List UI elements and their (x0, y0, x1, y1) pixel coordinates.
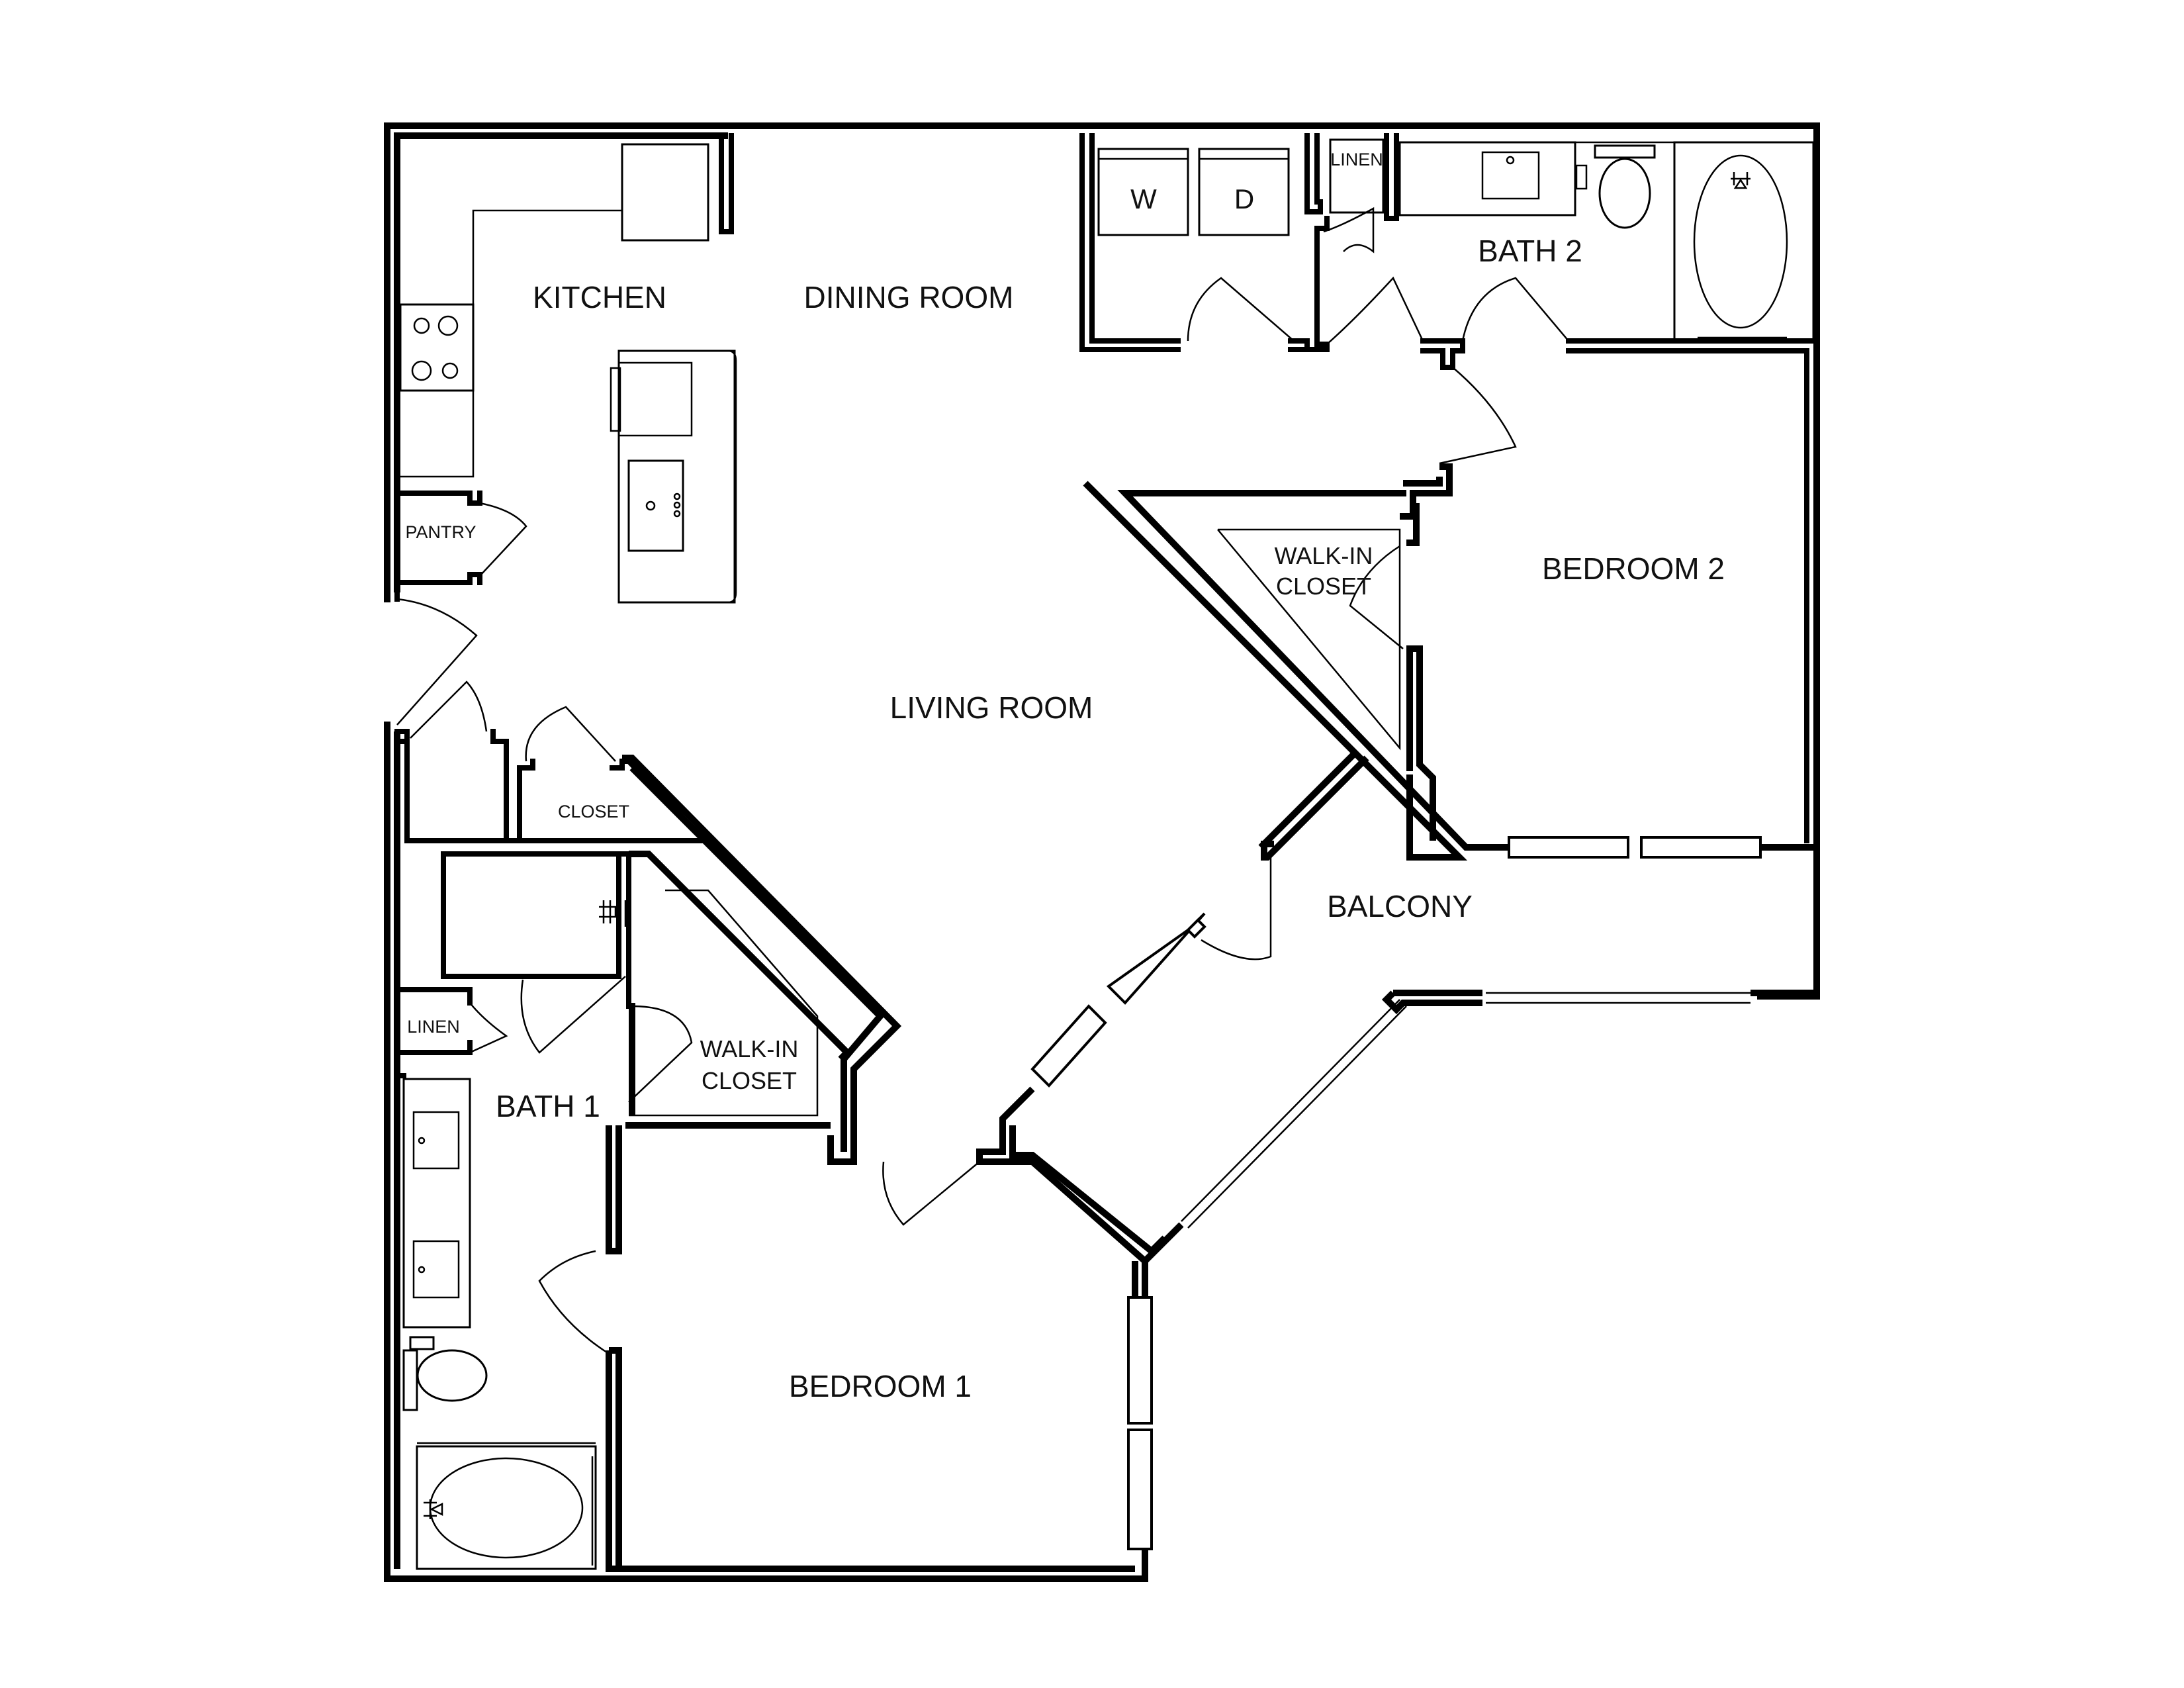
linen-bath1-label: LINEN (407, 1017, 460, 1037)
bath1-sink-2 (412, 1240, 460, 1299)
cooktop (399, 303, 475, 392)
dryer-label: D (1234, 183, 1254, 214)
room-labels: KITCHEN DINING ROOM LIVING ROOM PANTRY C… (405, 150, 1725, 1403)
closet-label: CLOSET (558, 802, 629, 821)
walk-in-closet-1-label-line2: CLOSET (702, 1067, 797, 1094)
balcony-walls (976, 749, 1820, 1266)
walk-in-closet-1-label-line1: WALK-IN (700, 1035, 799, 1062)
pantry-label: PANTRY (405, 522, 476, 542)
bedroom-1-label: BEDROOM 1 (789, 1369, 972, 1403)
bedroom-2-label: BEDROOM 2 (1542, 551, 1725, 586)
walk-in-closet-2-label-line1: WALK-IN (1275, 542, 1373, 569)
bath-2-label: BATH 2 (1478, 234, 1582, 268)
pantry (394, 491, 527, 726)
bath1-sink-1 (412, 1111, 460, 1170)
bath-1-label: BATH 1 (496, 1089, 600, 1123)
bath-1 (394, 851, 852, 1572)
bath2-vanity (1398, 141, 1576, 216)
kitchen-area (397, 133, 737, 604)
linen-bath2-label: LINEN (1330, 150, 1383, 169)
dryer (1198, 148, 1290, 236)
balcony-label: BALCONY (1327, 889, 1473, 923)
washer-label: W (1130, 183, 1157, 214)
washer (1097, 148, 1189, 236)
bath2-toilet-tank (1594, 144, 1656, 159)
living-room-label: LIVING ROOM (890, 690, 1093, 725)
entry-closets (394, 680, 902, 1165)
refrigerator (621, 143, 709, 242)
walk-in-closet-2-label-line2: CLOSET (1276, 573, 1371, 600)
bedroom-1 (619, 1161, 1153, 1572)
laundry: W D (1079, 133, 1310, 352)
bath2-linen (1329, 138, 1385, 214)
bath2-tub (1673, 141, 1815, 342)
dining-room-label: DINING ROOM (804, 280, 1014, 314)
bath-2 (1304, 133, 1819, 843)
kitchen-label: KITCHEN (533, 280, 666, 314)
bath2-sink (1481, 151, 1540, 200)
bath1-tub (416, 1445, 597, 1570)
bath1-toilet-tank (402, 1349, 418, 1411)
bedroom-2 (1083, 463, 1817, 861)
bath1-toilet (416, 1349, 488, 1402)
bath2-toilet (1598, 158, 1651, 229)
